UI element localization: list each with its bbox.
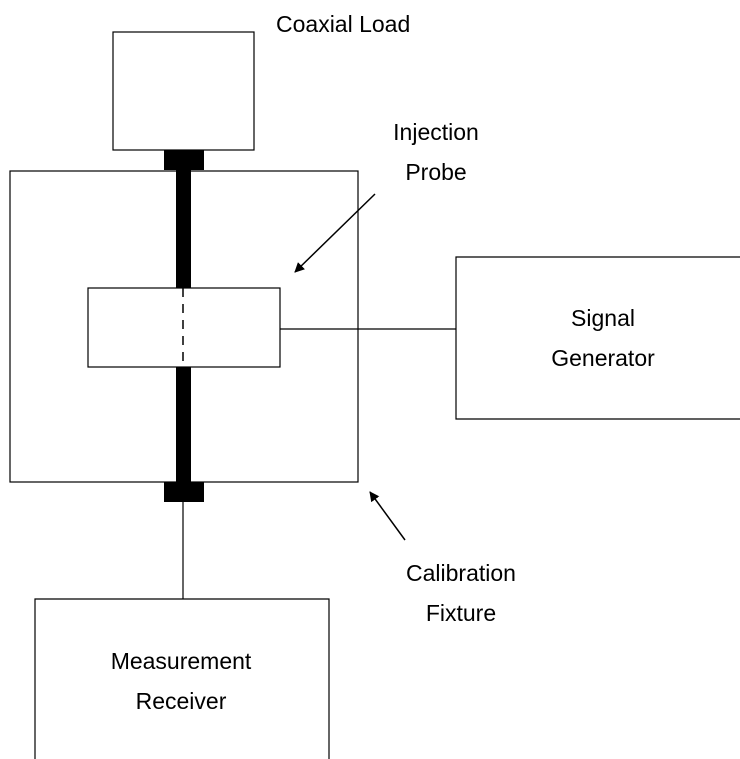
signal-generator-box [455, 256, 740, 420]
injection-probe-box [87, 287, 281, 368]
upper-conductor [176, 170, 191, 288]
measurement-receiver-box [34, 598, 330, 759]
calibration-fixture-label-line1: Calibration [406, 560, 516, 586]
coaxial-load-label: Coaxial Load [276, 11, 410, 37]
signal-generator-label-line1: Signal [571, 305, 635, 331]
signal-generator-label-line2: Generator [551, 345, 655, 371]
measurement-receiver-label-line2: Receiver [136, 688, 227, 714]
bottom-connector [164, 482, 204, 502]
injection-probe-arrow [294, 193, 376, 273]
lower-conductor [176, 367, 191, 483]
injection-probe-label-line1: Injection [393, 119, 479, 145]
injection-probe-label-line2: Probe [405, 159, 466, 185]
coaxial-load-box [112, 31, 255, 151]
calibration-fixture-arrow [369, 491, 406, 541]
measurement-receiver-label-line1: Measurement [111, 648, 252, 674]
calibration-fixture-label-line2: Fixture [426, 600, 496, 626]
top-connector [164, 150, 204, 170]
